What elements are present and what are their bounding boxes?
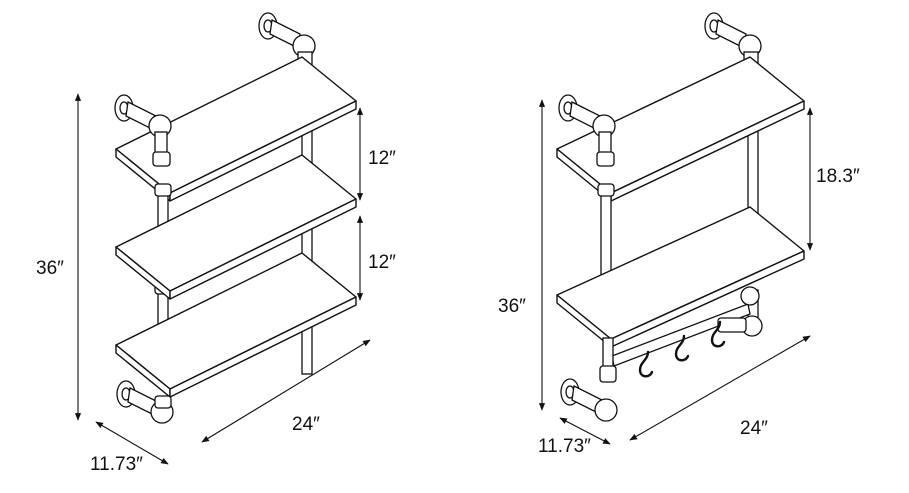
right-bottom-flange bbox=[560, 378, 618, 422]
left-top-front-flange bbox=[114, 94, 172, 167]
right-width-label: 24″ bbox=[740, 418, 768, 439]
left-bottom-flange bbox=[116, 380, 174, 424]
left-dimensions bbox=[74, 93, 371, 465]
right-dimensions bbox=[538, 99, 814, 445]
right-shelf-illustration bbox=[556, 12, 805, 422]
right-spacing-label: 18.3″ bbox=[816, 166, 860, 187]
left-height-label: 36″ bbox=[36, 258, 64, 279]
left-spacing-bottom-label: 12″ bbox=[368, 252, 396, 273]
right-depth-label: 11.73″ bbox=[538, 436, 591, 457]
left-depth-label: 11.73″ bbox=[90, 454, 143, 475]
right-top-front-flange bbox=[558, 94, 616, 167]
left-shelf-illustration bbox=[114, 12, 357, 424]
left-width-label: 24″ bbox=[292, 414, 320, 435]
right-height-label: 36″ bbox=[498, 296, 526, 317]
left-spacing-top-label: 12″ bbox=[368, 148, 396, 169]
